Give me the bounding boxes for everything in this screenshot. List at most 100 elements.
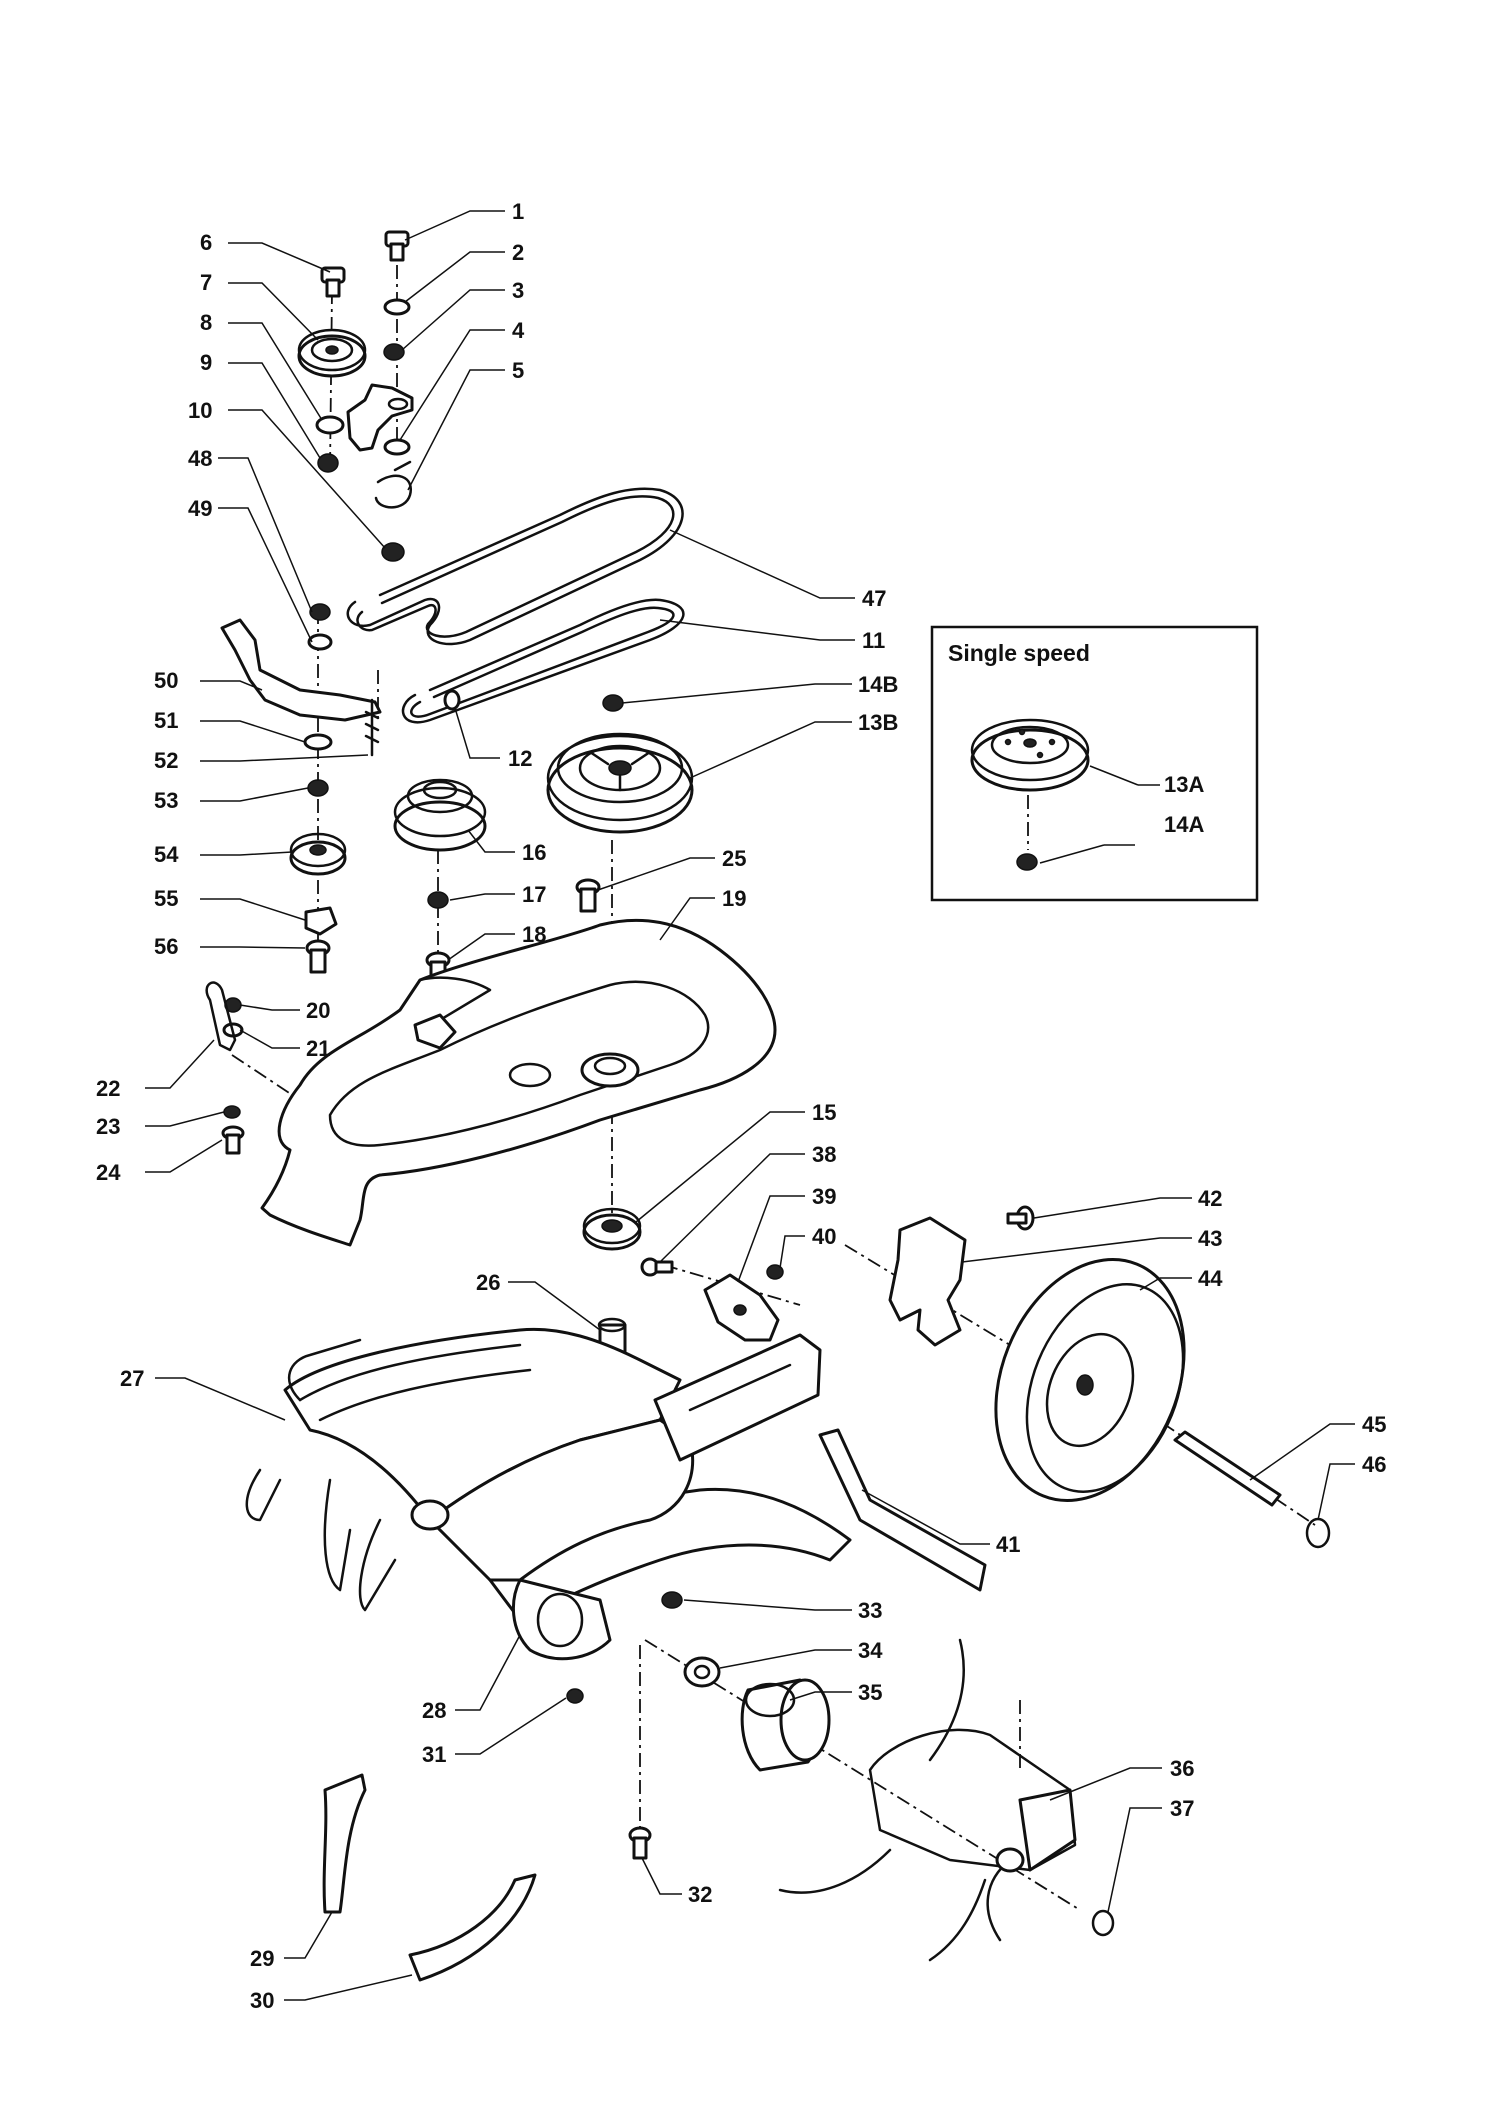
leader-line-1	[404, 210, 505, 241]
callout-31: 31	[422, 1742, 446, 1767]
callout-37: 37	[1170, 1796, 1194, 1821]
washer-4	[383, 438, 411, 456]
callout-32: 32	[688, 1882, 712, 1907]
bushing-35	[740, 1678, 831, 1772]
tine-blade-29	[322, 1773, 367, 1914]
idler-pulley-54	[289, 832, 347, 876]
tine-36-plate	[1018, 1788, 1077, 1872]
nut-3	[383, 343, 405, 361]
idler-pulley-7	[297, 328, 367, 378]
leader-line-29	[284, 1911, 333, 1959]
pulley-13a	[970, 718, 1090, 792]
washer-34-hole	[693, 1664, 711, 1680]
clip-37	[1091, 1909, 1115, 1937]
callout-51: 51	[154, 708, 178, 733]
callout-52: 52	[154, 748, 178, 773]
leader-line-56	[200, 946, 306, 949]
bolt-32	[628, 1826, 652, 1860]
leader-line-26	[508, 1281, 601, 1331]
nut-14b	[602, 694, 624, 712]
leader-line-49	[218, 507, 313, 643]
callout-1: 1	[512, 199, 524, 224]
callout-7: 7	[200, 270, 212, 295]
callout-6: 6	[200, 230, 212, 255]
belt-11-inner	[410, 606, 675, 718]
nut-40	[766, 1264, 784, 1280]
inset-title: Single speed	[948, 640, 1090, 666]
left-tine-4	[358, 1518, 397, 1612]
callout-21: 21	[306, 1036, 330, 1061]
leader-line-55	[200, 898, 306, 921]
leader-line-37	[1107, 1807, 1162, 1913]
callout-4: 4	[512, 318, 525, 343]
washer-2	[383, 298, 411, 316]
leader-line-38	[659, 1153, 805, 1263]
bushing-55	[304, 906, 338, 936]
callout-46: 46	[1362, 1452, 1386, 1477]
callout-53: 53	[154, 788, 178, 813]
handle-41	[818, 1428, 987, 1592]
callout-labels: 1 2 3 4 5 6 7 8 9 10 11 12 13B 14B 15 16…	[96, 199, 1386, 2013]
nut-14a	[1016, 853, 1038, 871]
leader-line-20	[239, 1004, 300, 1011]
bolt-42	[1006, 1205, 1035, 1231]
gearbox-body	[428, 1418, 695, 1582]
housing-boss-inner	[593, 1056, 627, 1076]
leader-line-52	[200, 754, 369, 762]
leader-lines	[145, 210, 1355, 2001]
clip-46	[1305, 1517, 1331, 1549]
leader-line-53	[200, 787, 309, 802]
leader-line-8	[228, 322, 323, 421]
callout-22: 22	[96, 1076, 120, 1101]
callout-56: 56	[154, 934, 178, 959]
leader-line-23	[145, 1111, 225, 1127]
bolt-24	[221, 1125, 245, 1155]
callout-34: 34	[858, 1638, 883, 1663]
leader-line-27	[155, 1377, 286, 1421]
callout-33: 33	[858, 1598, 882, 1623]
nut-10	[381, 542, 405, 562]
callout-45: 45	[1362, 1412, 1386, 1437]
callout-36: 36	[1170, 1756, 1194, 1781]
tine-36-hub	[995, 1847, 1025, 1873]
leader-line-42	[1033, 1197, 1192, 1219]
callout-19: 19	[722, 886, 746, 911]
callout-10: 10	[188, 398, 212, 423]
belt-housing-19-inner	[328, 980, 710, 1147]
callout-17: 17	[522, 882, 546, 907]
nut-23	[223, 1105, 241, 1119]
callout-42: 42	[1198, 1186, 1222, 1211]
callout-8: 8	[200, 310, 212, 335]
bolt-25	[575, 878, 601, 913]
leader-line-46	[1317, 1463, 1355, 1521]
pulley-13b	[546, 732, 694, 834]
callout-27: 27	[120, 1366, 144, 1391]
leader-line-9	[228, 362, 321, 459]
leader-line-36	[1049, 1767, 1162, 1801]
nut-9	[317, 453, 339, 473]
leader-line-48	[218, 457, 313, 613]
callout-40: 40	[812, 1224, 836, 1249]
callout-14b: 14B	[858, 672, 898, 697]
washer-8	[315, 415, 345, 435]
callout-2: 2	[512, 240, 524, 265]
belt-housing-19-rim	[418, 976, 492, 1022]
frame-bar-slot	[688, 1363, 792, 1412]
leader-line-15	[635, 1111, 805, 1223]
callout-55: 55	[154, 886, 178, 911]
belt-11	[401, 598, 685, 724]
link-22	[205, 981, 237, 1052]
tine-36-blade-2	[778, 1848, 892, 1894]
leader-line-22	[145, 1039, 215, 1089]
housing-hole	[508, 1062, 552, 1088]
belt-guide-12	[443, 689, 461, 711]
leader-line-34	[719, 1649, 852, 1669]
callout-48: 48	[188, 446, 212, 471]
leader-line-19	[659, 897, 715, 941]
callout-16: 16	[522, 840, 546, 865]
leader-line-2	[404, 251, 505, 303]
callout-41: 41	[996, 1532, 1020, 1557]
bolt-38	[640, 1257, 674, 1277]
leader-line-28	[455, 1634, 521, 1711]
nut-53	[307, 779, 329, 797]
